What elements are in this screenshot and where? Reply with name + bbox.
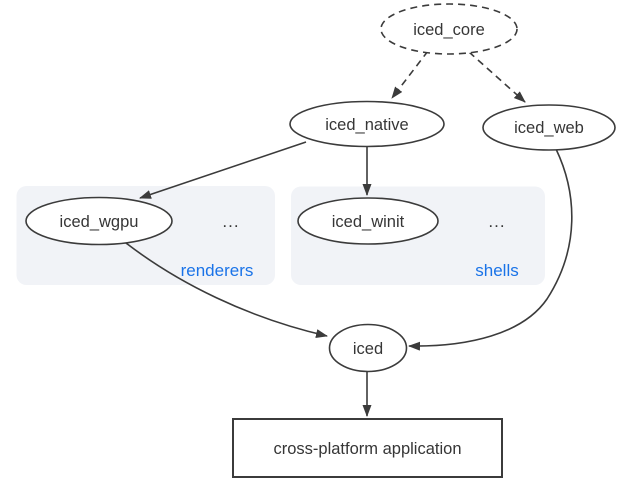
node-iced-native [289, 100, 445, 148]
node-iced-winit-label: iced_winit [332, 213, 405, 231]
node-iced-core-label: iced_core [413, 21, 485, 39]
node-iced-native-label: iced_native [325, 116, 408, 134]
node-iced-wgpu-label: iced_wgpu [60, 213, 139, 231]
node-application-box [232, 418, 503, 478]
node-iced-web-label: iced_web [514, 119, 584, 137]
node-iced [328, 323, 408, 373]
node-iced-web [482, 104, 616, 151]
node-iced-core [380, 3, 518, 55]
edge-iced-native-to-iced-wgpu [139, 141, 307, 199]
node-iced-wgpu [25, 196, 173, 246]
edge-iced-core-to-iced-native [391, 50, 429, 99]
cluster-renderers-label: renderers [181, 261, 254, 280]
node-application-label: cross-platform application [274, 440, 462, 458]
edge-iced-core-to-iced-web [468, 51, 526, 103]
cluster-shells-label: shells [475, 261, 518, 280]
renderers-ellipsis: ... [222, 212, 239, 231]
node-iced-label: iced [353, 340, 383, 358]
shells-ellipsis: ... [488, 212, 505, 231]
edge-iced-web-to-iced [408, 148, 573, 351]
node-iced-winit [297, 197, 439, 245]
edge-iced-wgpu-to-iced [125, 242, 328, 338]
